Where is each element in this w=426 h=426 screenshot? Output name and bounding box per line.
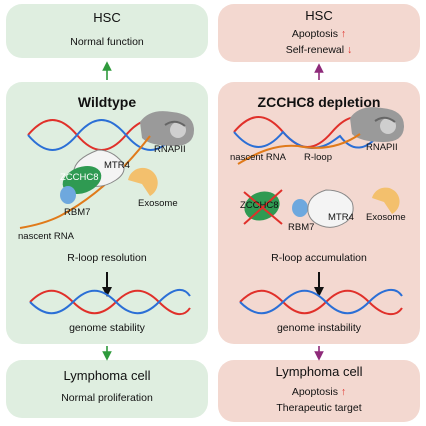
lymphoma-status-wildtype: Normal proliferation: [61, 392, 153, 404]
rloop-label: R-loop: [304, 152, 332, 163]
lymphoma-box-depletion: [218, 360, 420, 422]
rbm7-icon-depletion: [292, 199, 308, 217]
rnapii-label-depletion: RNAPII: [366, 142, 398, 153]
nascent-rna-label-wildtype: nascent RNA: [18, 231, 74, 242]
lymphoma-apoptosis-text: Apoptosis: [291, 386, 338, 398]
hsc-apoptosis-line: Apoptosis ↑: [218, 28, 420, 40]
nascent-rna-depletion: [237, 133, 361, 165]
hsc-title-depletion: HSC: [305, 8, 333, 23]
zcchc8-label-depletion: ZCCHC8: [240, 200, 279, 211]
exosome-label-wildtype: Exosome: [138, 198, 178, 209]
hsc-selfrenewal-text: Self-renewal: [285, 44, 345, 56]
lymphoma-title-wildtype: Lymphoma cell: [63, 368, 151, 383]
outcome-label-depletion: genome instability: [276, 322, 362, 334]
lymphoma-target-line: Therapeutic target: [276, 402, 362, 414]
hsc-status-wildtype: Normal function: [70, 36, 144, 48]
mtr4-label-depletion: MTR4: [328, 212, 354, 223]
zcchc8-complex-wildtype: [60, 149, 158, 204]
hsc-title-wildtype: HSC: [93, 10, 121, 25]
depletion-title: ZCCHC8 depletion: [257, 94, 381, 110]
mtr4-label-wildtype: MTR4: [104, 160, 130, 171]
nascent-rna-label-depletion: nascent RNA: [230, 152, 286, 163]
lymphoma-title-depletion: Lymphoma cell: [275, 364, 363, 379]
hsc-selfrenewal-line: Self-renewal ↓: [218, 44, 420, 56]
exosome-icon-depletion: [372, 187, 400, 214]
zcchc8-depleted-icon: [243, 189, 283, 225]
process-label-wildtype: R-loop resolution: [67, 252, 147, 264]
down-arrow-icon: ↓: [347, 44, 353, 56]
nascent-rna-wildtype: [19, 135, 151, 229]
rbm7-label-wildtype: RBM7: [64, 207, 91, 218]
lymphoma-apoptosis-line: Apoptosis ↑: [218, 386, 420, 398]
exosome-label-depletion: Exosome: [366, 212, 406, 223]
process-label-depletion: R-loop accumulation: [271, 252, 367, 264]
hsc-box-depletion: [218, 4, 420, 62]
up-arrow-icon: ↑: [340, 386, 347, 398]
mtr4-icon-depletion: [307, 189, 354, 228]
lymphoma-box-wildtype: [6, 360, 208, 418]
wildtype-title: Wildtype: [77, 94, 137, 110]
rnapii-label-wildtype: RNAPII: [154, 144, 186, 155]
up-arrow-icon: ↑: [340, 28, 347, 40]
hsc-box-wildtype: [6, 4, 208, 58]
hsc-apoptosis-text: Apoptosis: [291, 28, 338, 40]
rnapii-icon-depletion: [350, 107, 404, 142]
rnapii-icon-wildtype: [140, 111, 194, 146]
rbm7-label-depletion: RBM7: [288, 222, 315, 233]
dna-helix-wildtype-bottom: [29, 288, 191, 316]
outcome-label-wildtype: genome stability: [69, 322, 145, 334]
dna-helix-depletion-bottom: [239, 288, 403, 316]
zcchc8-label-wildtype: ZCCHC8: [60, 172, 99, 183]
